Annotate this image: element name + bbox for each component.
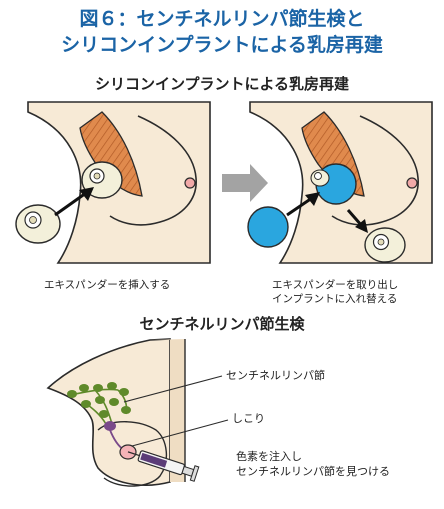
caption-exchange-line1: エキスパンダーを取り出し — [272, 279, 399, 291]
right-breast-contour — [331, 115, 419, 226]
figure-title-line2: シリコンインプラントによる乳房再建 — [61, 34, 383, 56]
left-pectoral-muscle — [79, 111, 143, 197]
sentinel-leader-line — [123, 375, 223, 403]
insert-arrow-icon — [79, 187, 94, 201]
sentinel-node-icon — [104, 421, 116, 431]
right-implant-external-icon — [247, 206, 289, 248]
lump-leader-line — [131, 419, 229, 447]
label-lump: しこり — [232, 412, 265, 425]
right-panel-illustration — [247, 101, 433, 264]
bottom-breast-contour — [97, 421, 167, 487]
caption-exchange-line2: インプラントに入れ替える — [272, 293, 398, 305]
figure-title-line1: 図６：センチネルリンパ節生検と — [79, 8, 365, 30]
transition-arrow-icon — [222, 164, 268, 202]
right-nipple-icon — [406, 177, 418, 189]
expander-out-arrow-icon — [355, 219, 368, 233]
left-nipple-icon — [184, 177, 196, 189]
label-dye-line1: 色素を注入し — [236, 450, 302, 463]
left-panel-illustration — [15, 101, 211, 264]
caption-expander-insert: エキスパンダーを挿入する — [44, 279, 171, 291]
label-sentinel-node: センチネルリンパ節 — [226, 369, 325, 382]
bottom-panel-illustration — [46, 338, 229, 487]
section1-heading: シリコンインプラントによる乳房再建 — [94, 75, 350, 93]
bottom-torso-skin — [46, 338, 171, 486]
syringe-icon — [127, 450, 200, 482]
section2-heading: センチネルリンパ節生検 — [139, 315, 305, 333]
label-dye-line2: センチネルリンパ節を見つける — [236, 465, 390, 478]
left-breast-contour — [109, 115, 197, 226]
implant-in-arrow-icon — [305, 192, 320, 206]
